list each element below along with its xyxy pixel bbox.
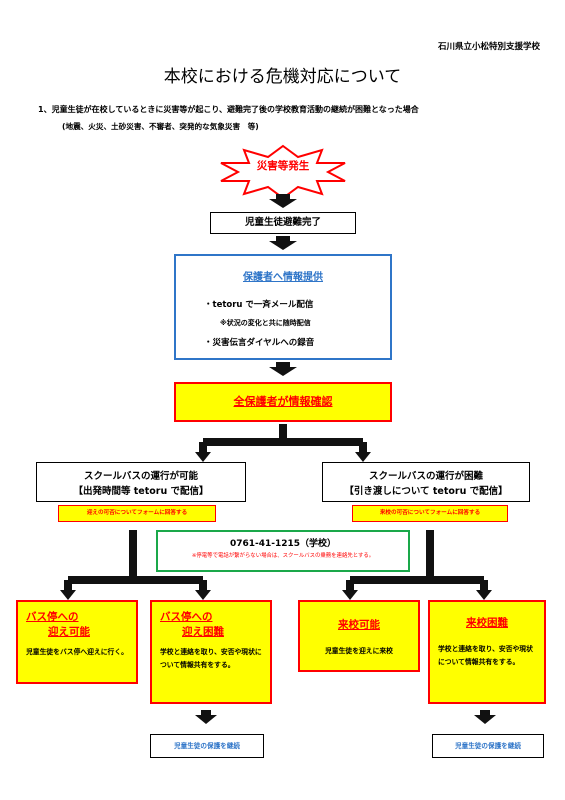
card-visit-ok: 来校可能 児童生徒を迎えに来校 bbox=[298, 600, 420, 672]
card-body: 学校と連絡を取り、安否や現状について情報共有をする。 bbox=[438, 645, 533, 666]
card-title-line2: 迎え可能 bbox=[48, 626, 90, 638]
school-name: 石川県立小松特別支援学校 bbox=[437, 42, 540, 52]
disaster-label: 災害等発生 bbox=[256, 160, 310, 172]
card-title-line1: バス停への bbox=[160, 611, 213, 623]
arrow-down-3 bbox=[269, 362, 297, 376]
bus-difficult-line2: 【引き渡しについて tetoru で配信】 bbox=[344, 486, 508, 497]
continue-protection-left: 児童生徒の保護を継続 bbox=[150, 734, 264, 758]
arrow-down-2 bbox=[269, 236, 297, 250]
form-note-pickup: 迎えの可否についてフォームに回答する bbox=[58, 505, 216, 522]
parent-info-box: 保護者へ情報提供 ・tetoru で一斉メール配信 ※状況の変化と共に随時配信 … bbox=[174, 254, 392, 360]
school-phone-number: 0761-41-1215（学校） bbox=[229, 539, 337, 549]
section-heading: 1、児童生徒が在校しているときに災害等が起こり、避難完了後の学校教育活動の継続が… bbox=[38, 105, 419, 114]
card-body: 児童生徒を迎えに来校 bbox=[325, 647, 393, 655]
all-parents-confirm-box: 全保護者が情報確認 bbox=[174, 382, 392, 422]
card-title-line1: バス停への bbox=[26, 611, 79, 623]
evacuation-box: 児童生徒避難完了 bbox=[210, 212, 356, 234]
bus-difficult-box: スクールバスの運行が困難 【引き渡しについて tetoru で配信】 bbox=[322, 462, 530, 502]
continue-protection-right: 児童生徒の保護を継続 bbox=[432, 734, 544, 758]
bus-available-box: スクールバスの運行が可能 【出発時間等 tetoru で配信】 bbox=[36, 462, 246, 502]
card-busstop-pickup-ng: バス停への 迎え困難 学校と連絡を取り、安否や現状について情報共有をする。 bbox=[150, 600, 272, 704]
info-line-email: ・tetoru で一斉メール配信 bbox=[204, 300, 314, 310]
card-visit-ng: 来校困難 学校と連絡を取り、安否や現状について情報共有をする。 bbox=[428, 600, 546, 704]
arrow-down-cont-right bbox=[474, 710, 496, 724]
arrow-down-1 bbox=[269, 194, 297, 208]
info-line-note: ※状況の変化と共に随時配信 bbox=[220, 319, 311, 327]
bus-available-line2: 【出発時間等 tetoru で配信】 bbox=[73, 486, 209, 497]
school-phone-box: 0761-41-1215（学校） ※停電等で電話が繋がらない場合は、スクールバス… bbox=[156, 530, 410, 572]
card-title: 来校困難 bbox=[466, 617, 508, 629]
school-phone-note: ※停電等で電話が繋がらない場合は、スクールバスの乗務を連絡先とする。 bbox=[191, 553, 375, 559]
card-body: 学校と連絡を取り、安否や現状について情報共有をする。 bbox=[160, 648, 262, 669]
arrow-down-cont-left bbox=[195, 710, 217, 724]
bus-available-line1: スクールバスの運行が可能 bbox=[83, 471, 198, 482]
card-busstop-pickup-ok: バス停への 迎え可能 児童生徒をバス停へ迎えに行く。 bbox=[16, 600, 138, 684]
page-title: 本校における危機対応について bbox=[163, 67, 402, 87]
card-body: 児童生徒をバス停へ迎えに行く。 bbox=[26, 648, 128, 656]
card-title-line2: 迎え困難 bbox=[182, 626, 224, 638]
form-note-visit: 来校の可否についてフォームに回答する bbox=[352, 505, 508, 522]
section-examples: (地震、火災、土砂災害、不審者、突発的な気象災害 等) bbox=[62, 122, 259, 131]
card-title: 来校可能 bbox=[338, 619, 380, 631]
info-title: 保護者へ情報提供 bbox=[243, 272, 323, 283]
info-line-dial: ・災害伝言ダイヤルへの録音 bbox=[204, 338, 315, 348]
bus-difficult-line1: スクールバスの運行が困難 bbox=[368, 471, 483, 482]
